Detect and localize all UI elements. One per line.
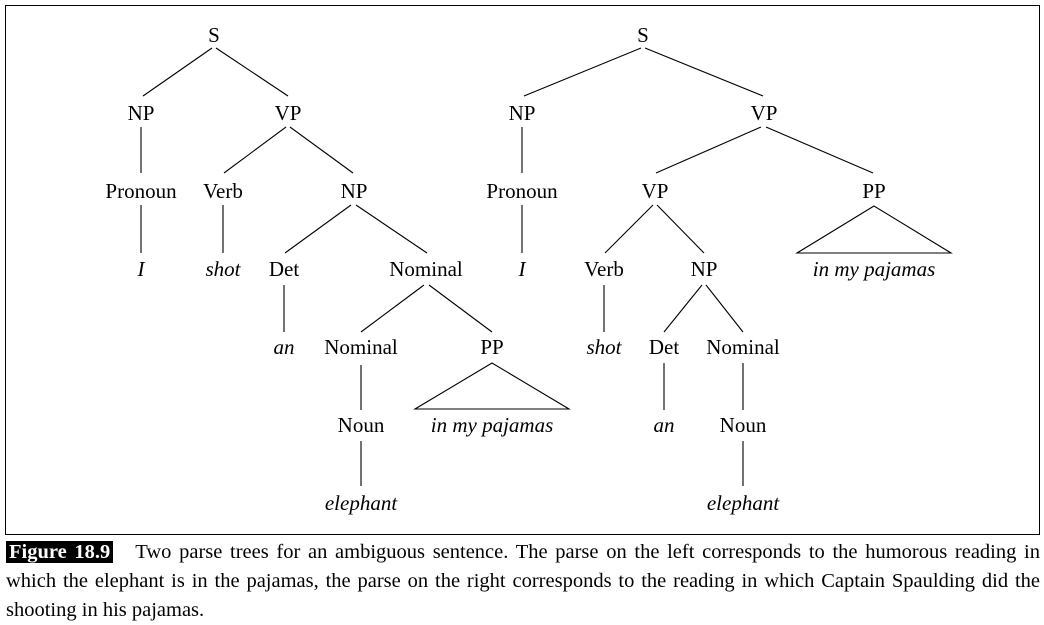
edge	[223, 126, 287, 174]
node-nominal: Nominal	[706, 335, 780, 359]
word-i: I	[518, 257, 527, 281]
word-an: an	[274, 335, 295, 359]
node-pronoun: Pronoun	[486, 179, 558, 203]
node-vp: VP	[275, 101, 302, 125]
edge	[523, 47, 642, 97]
edge	[655, 126, 762, 174]
edge	[705, 284, 744, 333]
node-vp: VP	[642, 179, 669, 203]
right-tree: S NP VP Pronoun VP PP I Verb NP in my pa…	[486, 23, 935, 515]
node-det: Det	[649, 335, 679, 359]
edge	[765, 126, 874, 174]
node-noun: Noun	[720, 413, 767, 437]
node-noun: Noun	[338, 413, 385, 437]
pp-triangle	[413, 362, 571, 410]
edge	[428, 284, 493, 333]
edge	[215, 47, 289, 97]
node-np: NP	[509, 101, 536, 125]
edge	[644, 47, 764, 97]
edge	[355, 204, 428, 254]
edge	[284, 204, 352, 254]
node-nominal: Nominal	[389, 257, 463, 281]
left-tree-edges	[140, 47, 571, 486]
word-shot: shot	[586, 335, 622, 359]
word-i: I	[137, 257, 146, 281]
node-verb: Verb	[203, 179, 243, 203]
node-np: NP	[691, 257, 718, 281]
edge	[360, 284, 425, 333]
word-an: an	[654, 413, 675, 437]
node-pronoun: Pronoun	[105, 179, 177, 203]
left-tree: S NP VP Pronoun Verb NP I shot Det Nomin…	[105, 23, 553, 515]
word-pp-phrase: in my pajamas	[431, 413, 554, 437]
node-np: NP	[341, 179, 368, 203]
edge	[604, 204, 654, 254]
parse-trees-diagram: S NP VP Pronoun Verb NP I shot Det Nomin…	[105, 23, 953, 515]
node-np: NP	[128, 101, 155, 125]
caption-text: Two parse trees for an ambiguous sentenc…	[6, 541, 1040, 621]
node-pp: PP	[862, 179, 885, 203]
node-nominal: Nominal	[324, 335, 398, 359]
word-elephant: elephant	[325, 491, 398, 515]
word-pp-phrase: in my pajamas	[813, 257, 936, 281]
figure-label: Figure 18.9	[6, 541, 114, 563]
word-elephant: elephant	[707, 491, 780, 515]
edge	[663, 284, 703, 333]
node-pp: PP	[480, 335, 503, 359]
node-verb: Verb	[584, 257, 624, 281]
figure-frame	[5, 5, 1040, 535]
node-vp: VP	[751, 101, 778, 125]
edge	[656, 204, 705, 254]
edge	[289, 126, 354, 174]
word-shot: shot	[205, 257, 241, 281]
right-tree-edges	[521, 47, 953, 486]
pp-triangle	[795, 205, 953, 254]
node-s: S	[208, 23, 220, 47]
node-det: Det	[269, 257, 299, 281]
edge	[142, 47, 213, 97]
node-s: S	[637, 23, 649, 47]
